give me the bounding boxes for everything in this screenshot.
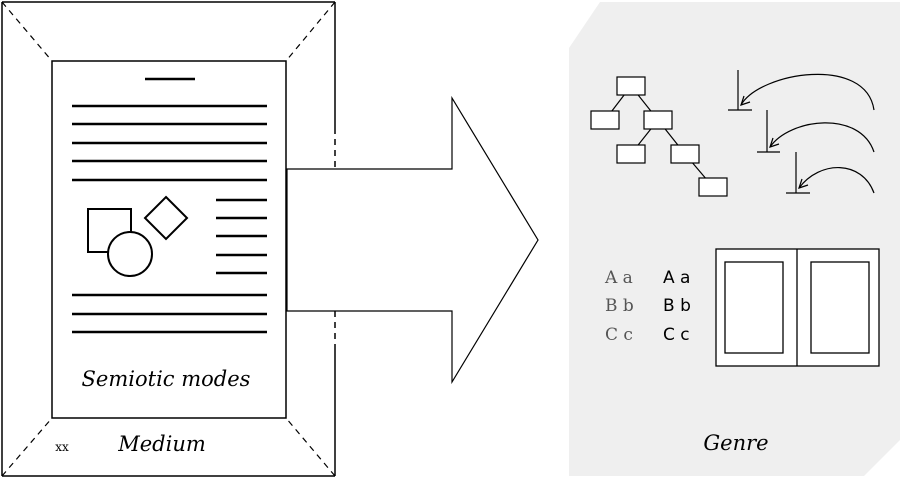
genre-panel <box>569 2 900 476</box>
shapes-figure-icon <box>87 195 189 277</box>
serif-sample-b: B b <box>605 296 634 316</box>
cascading-arcs-icon <box>728 70 875 194</box>
tree-structure-icon <box>590 76 728 197</box>
sans-sample-c: C c <box>663 325 690 345</box>
sans-sample-a: A a <box>663 268 690 288</box>
sans-sample-b: B b <box>663 296 691 316</box>
medium-label: Medium <box>117 432 206 456</box>
sans-letter-samples: A a B b C c <box>663 268 691 345</box>
serif-sample-a: A a <box>604 268 633 288</box>
serif-sample-c: C c <box>605 325 633 345</box>
corner-mark-label: xx <box>55 440 69 454</box>
text-lines-side <box>216 198 267 275</box>
text-lines-top <box>72 104 267 182</box>
arrow-shape <box>286 95 539 385</box>
serif-letter-samples: A a B b C c <box>604 268 634 345</box>
semiotic-modes-label: Semiotic modes <box>82 367 251 391</box>
text-lines-bottom <box>72 293 267 334</box>
medium-frame <box>1 1 336 477</box>
book-spread-icon <box>715 248 880 367</box>
genre-label: Genre <box>703 431 768 455</box>
